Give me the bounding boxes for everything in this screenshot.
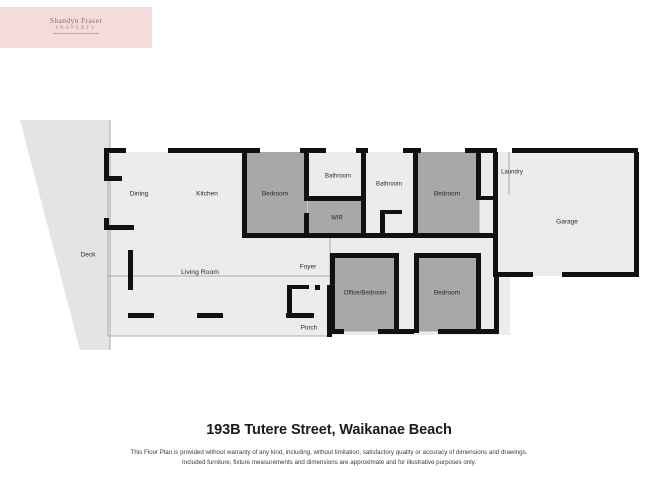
wall-wir-bottom: [304, 233, 366, 238]
floor-plan-drawing: Deck Dining Kitchen Bedroom Bathroom WIR…: [0, 95, 658, 380]
wall-bath1-bottom: [304, 196, 364, 201]
wall-bottom-lr-2: [286, 313, 314, 318]
wall-foyer-right: [327, 285, 332, 337]
wall-top-4: [356, 148, 368, 153]
walls: [104, 148, 639, 337]
wall-left-1: [104, 148, 109, 180]
wall-left-2: [104, 218, 109, 230]
wall-porch-nub: [315, 285, 320, 290]
wall-top-6: [465, 148, 497, 153]
room-label-office-bedroom: Office/Bedroom: [344, 290, 387, 297]
brand-name: Shandyn Fraser: [49, 16, 103, 25]
room-label-porch: Porch: [301, 325, 318, 332]
wall-ob-right: [394, 253, 399, 333]
wall-bath2-right: [413, 152, 418, 237]
room-label-laundry: Laundry: [501, 170, 523, 176]
wall-garage-bottom-1: [493, 272, 533, 277]
wall-top-1: [108, 148, 126, 153]
wall-lower-right: [494, 277, 499, 333]
room-label-kitchen: Kitchen: [196, 191, 218, 198]
floor-garage: [496, 152, 638, 276]
plan-caption: 193B Tutere Street, Waikanae Beach This …: [0, 422, 658, 467]
wall-bottom-lr-1: [197, 313, 223, 318]
wall-garage-bottom-2: [562, 272, 639, 277]
wall-bed1-right: [304, 152, 309, 200]
room-labels: Deck Dining Kitchen Bedroom Bathroom WIR…: [81, 170, 579, 332]
property-address-title: 193B Tutere Street, Waikanae Beach: [206, 422, 452, 438]
wall-ob-left: [330, 253, 335, 333]
floor-bedroom-2: [417, 152, 479, 237]
room-label-deck: Deck: [81, 252, 97, 259]
wall-bed1-left: [242, 152, 247, 237]
room-label-bathroom-1: Bathroom: [325, 174, 351, 180]
wall-lower-bot-2: [378, 329, 414, 334]
wall-bed2-wr-top: [476, 196, 498, 200]
room-label-bedroom-2: Bedroom: [434, 191, 460, 198]
wall-left-3: [128, 250, 133, 290]
wall-left-jog-2: [104, 225, 134, 230]
wall-bath2-bottom: [366, 233, 418, 238]
floor-deck: [20, 120, 110, 350]
wall-bed2-right: [476, 152, 481, 200]
wall-ob-top: [330, 253, 398, 258]
wall-bed2-wr-right: [493, 196, 498, 238]
floor-bedroom-3: [417, 256, 479, 331]
wall-wir-left: [304, 213, 309, 238]
wall-top-5: [403, 148, 421, 153]
disclaimer-line-2: Included furniture, fixture measurements…: [182, 458, 476, 466]
brand-divider: [53, 33, 99, 34]
wall-bed1-bottom: [242, 233, 310, 238]
wall-porch-left-v: [287, 285, 292, 315]
wall-bed3-right: [476, 253, 481, 333]
wall-left-jog-3: [128, 313, 154, 318]
wall-bath2-fix-top: [380, 210, 402, 214]
wall-bed2-bottom: [413, 233, 498, 238]
floor-wir: [308, 199, 364, 237]
room-label-bedroom-3: Bedroom: [434, 290, 460, 297]
wall-top-2: [168, 148, 260, 153]
wall-wir-right: [361, 196, 366, 238]
wall-porch-top: [287, 285, 309, 289]
wall-top-3: [300, 148, 326, 153]
room-label-foyer: Foyer: [300, 264, 317, 271]
wall-garage-left: [493, 238, 498, 276]
wall-left-jog-1: [104, 176, 122, 181]
brand-logo-banner: Shandyn Fraser PROPERTY: [0, 7, 152, 48]
floor-office-bedroom: [333, 256, 397, 331]
room-label-wir: WIR: [331, 216, 343, 222]
wall-top-7: [512, 148, 638, 153]
wall-lower-bot-4: [476, 329, 499, 334]
room-label-dining: Dining: [130, 191, 149, 198]
wall-lower-bot-1: [330, 329, 344, 334]
wall-lower-bot-3: [438, 329, 480, 334]
room-label-bedroom-1: Bedroom: [262, 191, 288, 198]
disclaimer-line-1: This Floor Plan is provided without warr…: [130, 449, 528, 456]
wall-bath2-fixture: [380, 210, 385, 238]
floor-bedroom-1: [245, 152, 307, 237]
wall-laundry-right: [493, 152, 498, 200]
wall-bed3-top: [414, 253, 480, 258]
wall-bath1-right: [361, 152, 366, 200]
room-label-living-room: Living Room: [181, 269, 219, 276]
room-label-garage: Garage: [556, 219, 578, 226]
room-label-bathroom-2: Bathroom: [376, 182, 402, 188]
brand-subtitle: PROPERTY: [55, 26, 97, 31]
wall-bed3-left: [414, 253, 419, 333]
wall-garage-right: [634, 152, 639, 276]
